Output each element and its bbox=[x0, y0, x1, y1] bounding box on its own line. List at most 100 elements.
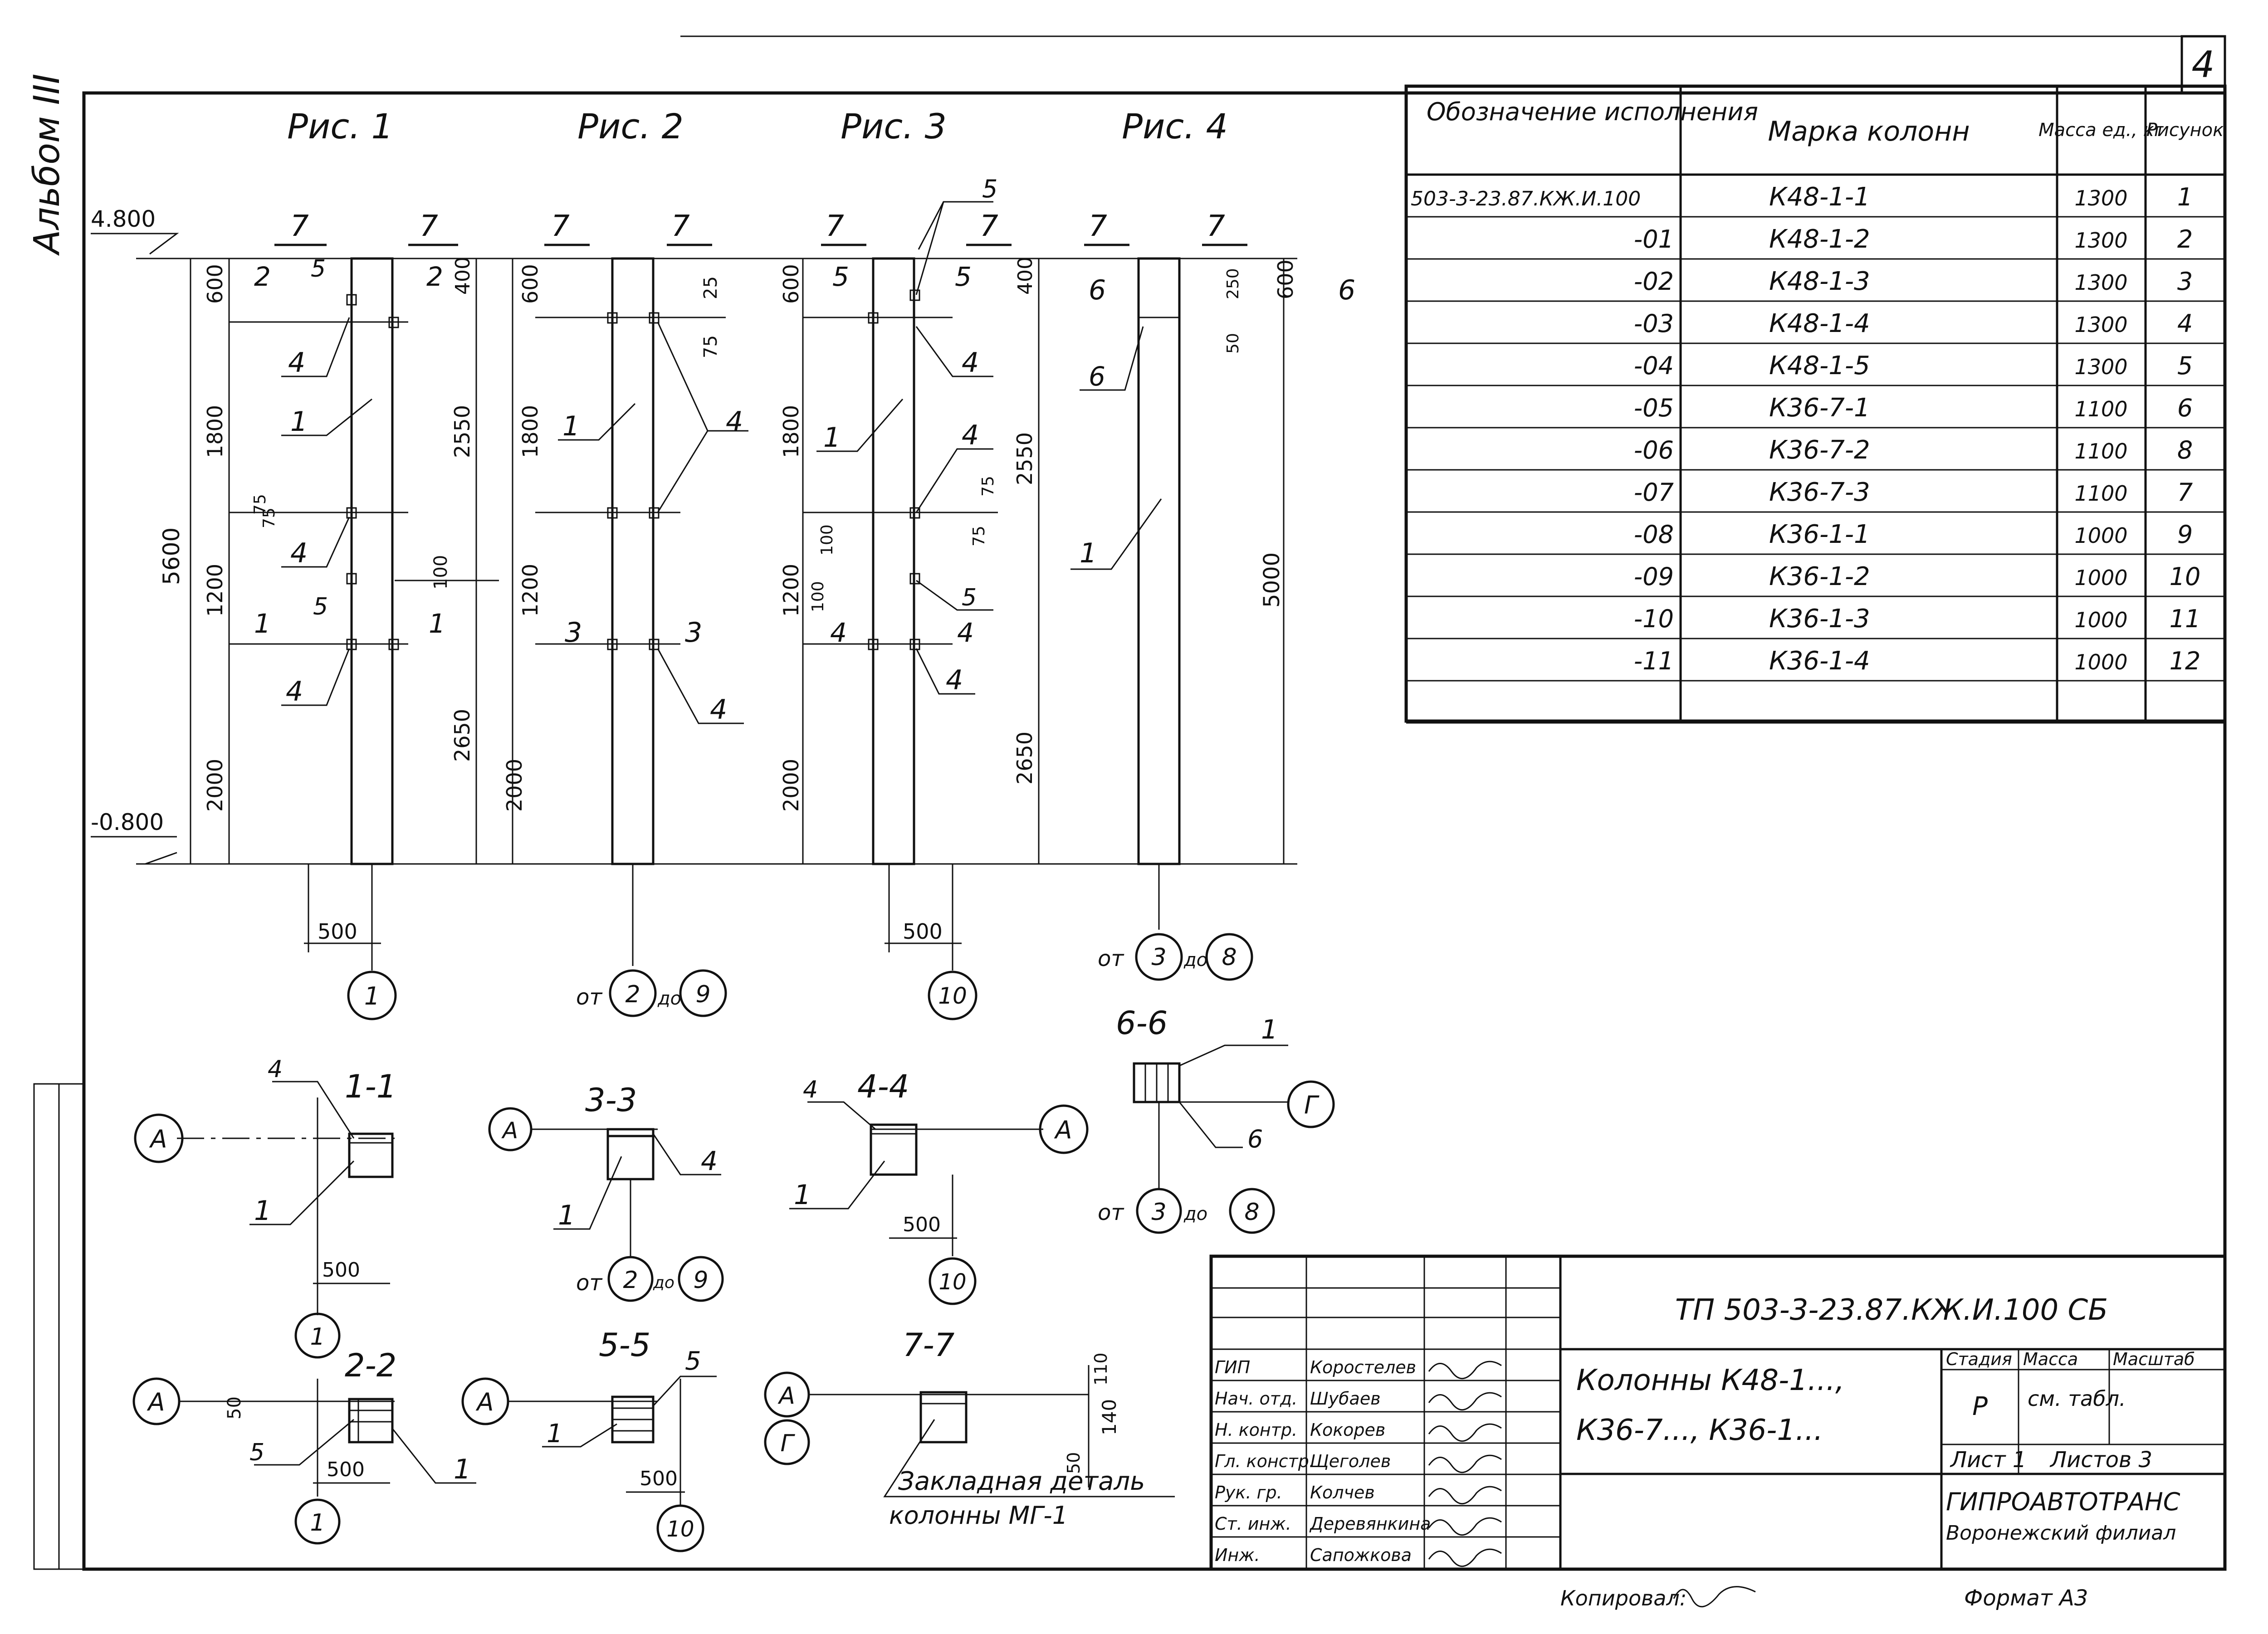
fig3-dim-r1: 2550 bbox=[1012, 432, 1037, 485]
fig1-small-1: 75 bbox=[260, 507, 279, 528]
s11-dim: 500 bbox=[322, 1258, 360, 1282]
fig3-dim-l3: 2000 bbox=[779, 759, 803, 812]
fig4-axis-a: 3 bbox=[1151, 944, 1166, 971]
s22-dim-0: 50 bbox=[224, 1396, 245, 1419]
s22-part-0: 5 bbox=[249, 1439, 264, 1466]
fig4-axis-b: 8 bbox=[1222, 944, 1237, 971]
fig1-embed-3 bbox=[346, 507, 357, 519]
fig3-axis: 10 bbox=[938, 983, 967, 1009]
fig4-dim-2: 50 bbox=[1224, 333, 1242, 354]
tb-name-1: Колонны К48-1..., bbox=[1576, 1364, 1844, 1397]
fig2-from: от bbox=[576, 985, 603, 1010]
s44-part-0: 4 bbox=[803, 1076, 818, 1103]
fig2-small-0: 25 bbox=[700, 276, 721, 299]
level-top-arrow bbox=[149, 233, 179, 255]
fig3-small-0: 100 bbox=[818, 524, 836, 556]
tb-org-1: ГИПРОАВТОТРАНС bbox=[1946, 1488, 2180, 1516]
fig4-dim-0: 250 bbox=[1224, 268, 1242, 299]
s44-axis-bubble bbox=[1039, 1104, 1089, 1154]
spec-cell-figure: 3 bbox=[2177, 267, 2193, 296]
s55-axis: А bbox=[476, 1388, 494, 1416]
s22-leader-0 bbox=[254, 1419, 354, 1466]
fig2-sec-2: 3 bbox=[565, 617, 582, 649]
staff-role: Инж. bbox=[1215, 1545, 1260, 1565]
fig4-sec-0: 7 bbox=[1089, 210, 1107, 243]
s44-part-1: 1 bbox=[794, 1179, 811, 1211]
staff-role: Нач. отд. bbox=[1215, 1389, 1297, 1409]
staff-signature bbox=[1428, 1392, 1502, 1411]
fig1-dim-l2: 1200 bbox=[203, 564, 227, 617]
spec-cell-designation: -03 bbox=[1634, 309, 1674, 338]
spec-cell-designation: -05 bbox=[1634, 394, 1674, 422]
sheet-frame bbox=[82, 91, 2227, 1571]
fig3-part-1: 4 bbox=[962, 347, 979, 379]
fig2-column bbox=[611, 257, 655, 865]
fig1-leader-2 bbox=[281, 398, 372, 436]
title-block-frame bbox=[1209, 1254, 2227, 1571]
staff-signature bbox=[1428, 1548, 1502, 1567]
fig1-small-0: 75 bbox=[251, 494, 269, 515]
fig1-axis: 1 bbox=[364, 982, 380, 1010]
spec-cell-mark: К48-1-5 bbox=[1769, 351, 1870, 380]
fig3-sec-0: 7 bbox=[826, 210, 844, 243]
tb-org-2: Воронежский филиал bbox=[1946, 1522, 2176, 1545]
fig1-part-5: 4 bbox=[286, 676, 303, 707]
s44-leader-0 bbox=[807, 1101, 876, 1130]
section-2-2: 2-2 А 50 5 1 500 1 bbox=[132, 1347, 476, 1545]
fig3-embed-4 bbox=[909, 573, 920, 585]
spec-cell-figure: 6 bbox=[2177, 394, 2193, 422]
s11-leader-0 bbox=[272, 1081, 355, 1139]
tb-mass: см. табл. bbox=[2028, 1386, 2126, 1411]
footer-copied: Копировал: bbox=[1560, 1586, 1686, 1610]
fig3-dim-r2: 2650 bbox=[1012, 732, 1037, 785]
spec-cell-mass: 1300 bbox=[2074, 186, 2127, 210]
fig2-embed-6 bbox=[649, 639, 660, 650]
fig3-sec-4: 4 bbox=[830, 617, 847, 648]
s55-part-0: 5 bbox=[685, 1346, 701, 1376]
s22-profile bbox=[348, 1398, 394, 1444]
s55-dim: 500 bbox=[640, 1467, 678, 1490]
s77-dim-0: 110 bbox=[1091, 1352, 1111, 1385]
s33-from: от bbox=[576, 1270, 603, 1296]
s55-leader-0 bbox=[652, 1375, 717, 1407]
s77-caption-1: Закладная деталь bbox=[898, 1467, 1145, 1496]
spec-cell-mark: К48-1-3 bbox=[1769, 267, 1870, 296]
fig3-part-2: 1 bbox=[823, 422, 841, 454]
s33-axis: А bbox=[501, 1117, 518, 1144]
s55-leader-1 bbox=[542, 1423, 617, 1448]
fig2-axis-bubble-b bbox=[679, 969, 727, 1017]
s66-part-1: 6 bbox=[1247, 1125, 1263, 1153]
fig1-embed-2 bbox=[388, 317, 399, 328]
spec-header-mass: Масса ед., кг bbox=[2038, 120, 2164, 141]
spec-cell-mark: К36-7-2 bbox=[1769, 435, 1870, 465]
s55-axisno: 10 bbox=[666, 1517, 694, 1542]
fig2-leader-3 bbox=[558, 403, 636, 441]
fig2-embed-4 bbox=[649, 507, 660, 519]
fig2-dim-l3: 2000 bbox=[502, 759, 527, 812]
fig2-axis-a: 2 bbox=[625, 981, 640, 1008]
fig2: 600 1800 1200 2000 25 75 7 7 3 3 4 1 4 о… bbox=[502, 210, 748, 1017]
fig1-embed-4 bbox=[346, 573, 357, 585]
section-5-5: 5-5 5 А 1 500 10 bbox=[461, 1327, 717, 1552]
staff-name: Коростелев bbox=[1310, 1357, 1416, 1377]
spec-header-figure: Рисунок bbox=[2146, 120, 2224, 141]
spec-cell-mass: 1100 bbox=[2074, 439, 2127, 463]
fig4-title: Рис. 4 bbox=[1122, 106, 1228, 146]
fig1-sec-4: 1 bbox=[254, 608, 271, 639]
fig3-small-1: 100 bbox=[809, 581, 827, 612]
tb-sheet: Лист 1 bbox=[1950, 1447, 2026, 1473]
fig1-dim-r1: 2550 bbox=[450, 405, 474, 458]
staff-name: Деревянкина bbox=[1309, 1514, 1431, 1534]
fig3-sec-1: 7 bbox=[980, 210, 998, 243]
fig2-title: Рис. 2 bbox=[577, 106, 684, 146]
tb-sheets: Листов 3 bbox=[2049, 1447, 2152, 1473]
s33-part-0: 4 bbox=[701, 1146, 718, 1176]
section-7-7: 7-7 А Г 110 140 50 Закладная деталь коло… bbox=[764, 1327, 1175, 1530]
s22-dim-1: 500 bbox=[327, 1458, 365, 1481]
spec-cell-mark: К36-1-4 bbox=[1769, 646, 1870, 676]
fig1-dim-l3: 2000 bbox=[203, 759, 227, 812]
s44-profile bbox=[870, 1123, 918, 1176]
spec-header-designation: Обозначение исполнения bbox=[1427, 98, 1758, 126]
